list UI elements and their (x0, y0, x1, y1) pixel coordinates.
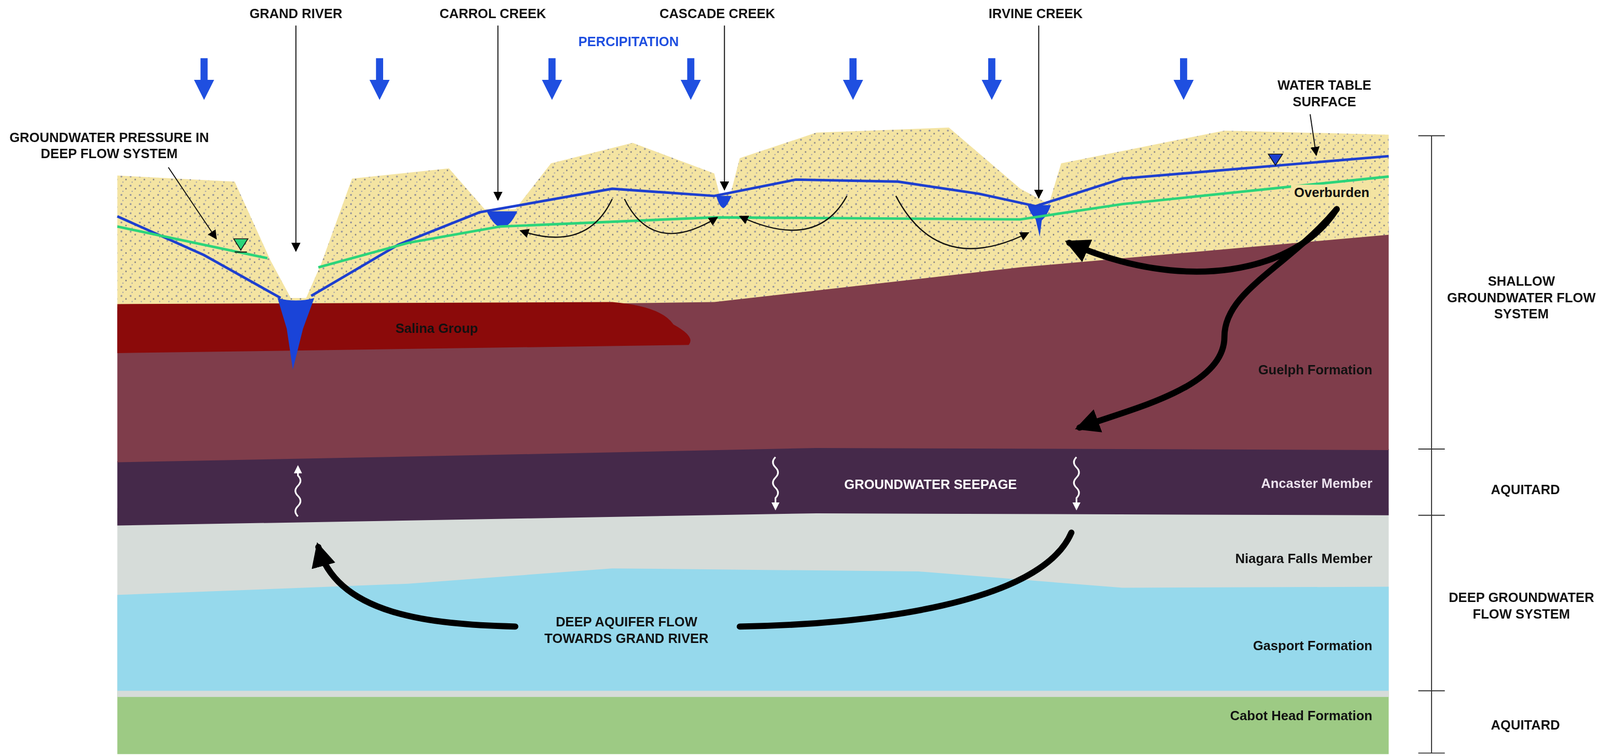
leader-line (1310, 114, 1317, 156)
leader-line (168, 167, 217, 240)
precipitation-arrow (375, 58, 384, 92)
system-label: AQUITARD (1491, 481, 1561, 498)
layer-name: Cabot Head Formation (1230, 708, 1373, 725)
leader-lines (168, 25, 1317, 251)
precipitation-label: PERCIPITATION (578, 33, 679, 50)
precipitation-arrow (988, 58, 996, 92)
system-label: AQUITARD (1491, 717, 1561, 734)
creek-name: IRVINE CREEK (988, 6, 1084, 23)
flow-arrow (318, 546, 516, 627)
leader-line (497, 25, 499, 201)
system-label: SHALLOW GROUNDWATER FLOW SYSTEM (1444, 273, 1598, 322)
grand-river-water (277, 298, 315, 370)
flow-arrow (1069, 208, 1337, 272)
leader-line (723, 25, 725, 190)
precipitation-arrow (200, 58, 208, 92)
precipitation-arrow (548, 58, 556, 92)
salina-layer (117, 302, 691, 354)
deep-pressure-line (117, 176, 1389, 268)
precipitation-arrow (686, 58, 695, 92)
water-table-line (117, 156, 1389, 299)
precipitation-arrows (204, 58, 1184, 92)
bracket-tick (1418, 135, 1445, 137)
layer-name: Gasport Formation (1253, 637, 1373, 654)
layer-name: Salina Group (395, 320, 479, 337)
river-name: GRAND RIVER (249, 6, 343, 23)
flow-label: DEEP AQUIFER FLOW TOWARDS GRAND RIVER (524, 614, 729, 648)
flow-arc (624, 199, 718, 234)
callout-label: WATER TABLE SURFACE (1268, 77, 1381, 111)
leader-line (295, 25, 297, 251)
pressure-triangle (233, 239, 249, 251)
cabot-head-layer (117, 690, 1389, 754)
bracket-tick (1418, 448, 1445, 450)
bracket-line (1430, 135, 1433, 754)
shallow-flow-arrows (520, 195, 1029, 249)
pressure-triangle-bar (234, 251, 248, 253)
water-table-triangle (1268, 153, 1283, 166)
flow-system-bracket (1418, 135, 1445, 754)
layer-name: Overburden (1290, 184, 1373, 201)
bracket-tick (1418, 514, 1445, 516)
seepage-arrow (1073, 457, 1079, 508)
flow-arrow (1079, 208, 1337, 428)
overburden-layer (117, 127, 1389, 311)
precipitation-arrow (1180, 58, 1188, 92)
flow-arc (520, 199, 613, 238)
precipitation-arrow (849, 58, 857, 92)
creek-name: CASCADE CREEK (659, 6, 776, 23)
gasport-layer (117, 568, 1389, 691)
leader-line (1037, 25, 1040, 199)
regional-flow-arrows (318, 208, 1337, 627)
system-label: DEEP GROUNDWATER FLOW SYSTEM (1444, 590, 1598, 623)
seepage-arrow (773, 457, 779, 508)
layer-name: Ancaster Member (1260, 475, 1373, 492)
layer-name: Guelph Formation (1258, 362, 1373, 379)
ancaster-layer (117, 446, 1389, 526)
seepage-label: GROUNDWATER SEEPAGE (844, 476, 1017, 493)
niagara-falls-layer (117, 508, 1389, 697)
cascade-creek-water (716, 195, 733, 209)
bracket-tick (1418, 690, 1445, 692)
seepage-arrows (295, 457, 1079, 517)
bracket-tick (1418, 752, 1445, 754)
seepage-arrow (295, 468, 301, 516)
creek-name: CARROL CREEK (439, 6, 547, 23)
flow-arc (739, 195, 848, 231)
flow-arrow (739, 532, 1072, 627)
callout-label: GROUNDWATER PRESSURE IN DEEP FLOW SYSTEM (4, 129, 214, 163)
irvine-creek-water (1027, 205, 1051, 237)
flow-arc (895, 195, 1029, 249)
layer-name: Niagara Falls Member (1234, 551, 1372, 568)
